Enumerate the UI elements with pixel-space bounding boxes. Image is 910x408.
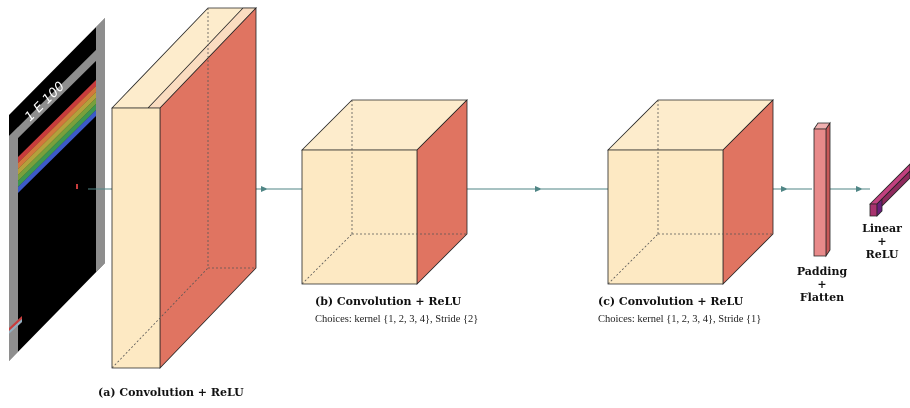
flatten-bar [813, 121, 831, 258]
linear-label-plus: + [877, 235, 886, 248]
layer-c-choices: Choices: kernel {1, 2, 3, 4}, Stride {1} [598, 314, 761, 325]
layer-b-block [301, 99, 468, 285]
brick-rows [18, 80, 96, 193]
ball [76, 184, 78, 189]
input-game-frame: 1 E 100 [9, 18, 105, 361]
linear-label-line1: Linear [862, 222, 902, 235]
layer-a-caption: (a) Convolution + ReLU [98, 386, 244, 399]
layer-c-block [607, 99, 774, 285]
layer-c-caption: (c) Convolution + ReLU [598, 295, 744, 308]
flatten-label-line1: Padding [797, 265, 848, 278]
flatten-label-line2: Flatten [800, 291, 844, 304]
linear-output-bar [869, 163, 910, 217]
layer-b-choices: Choices: kernel {1, 2, 3, 4}, Stride {2} [315, 314, 478, 325]
flatten-label-plus: + [817, 278, 826, 291]
layer-a-block [111, 7, 257, 369]
linear-label-line2: ReLU [866, 248, 899, 261]
layer-b-caption: (b) Convolution + ReLU [315, 295, 462, 308]
